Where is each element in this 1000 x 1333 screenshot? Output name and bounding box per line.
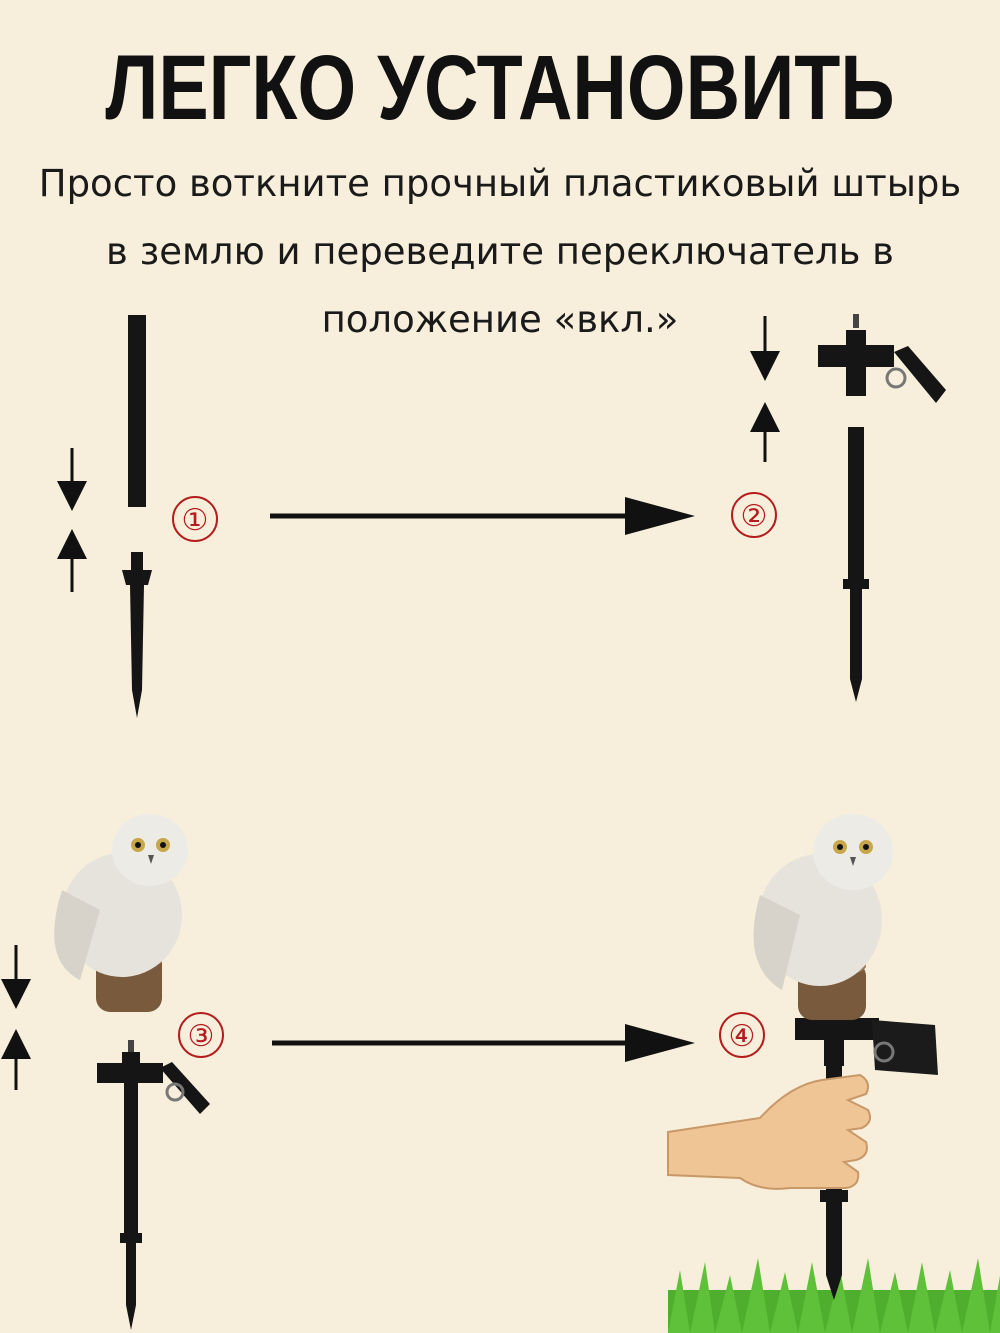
hand [667, 1073, 871, 1190]
arrow-step-1-to-2 [270, 497, 695, 535]
step-number-4: ④ [719, 1012, 765, 1058]
step-number-1: ① [172, 496, 218, 542]
instruction-line-3: положение «вкл.» [321, 298, 679, 341]
step-number-2: ② [731, 492, 777, 538]
instructions: Просто воткните прочный пластиковый штыр… [20, 150, 980, 354]
ground-spike [122, 552, 152, 718]
tube [848, 427, 864, 579]
page-title: ЛЕГКО УСТАНОВИТЬ [105, 37, 895, 139]
step-number-3: ③ [178, 1012, 224, 1058]
solar-cap [818, 314, 946, 403]
owl-figure [753, 814, 893, 1020]
step-4-illustration [667, 814, 1000, 1333]
instruction-line-1: Просто воткните прочный пластиковый штыр… [38, 162, 962, 205]
arrow-step-3-to-4 [272, 1024, 695, 1062]
stake-with-cap [97, 1040, 210, 1330]
step-1-illustration [57, 315, 152, 718]
step-2-illustration [750, 314, 946, 702]
step-3-illustration [0, 814, 210, 1330]
owl-figure [54, 814, 188, 1012]
upper-tube [128, 315, 146, 507]
instruction-line-2: в землю и переведите переключатель в [106, 230, 894, 273]
